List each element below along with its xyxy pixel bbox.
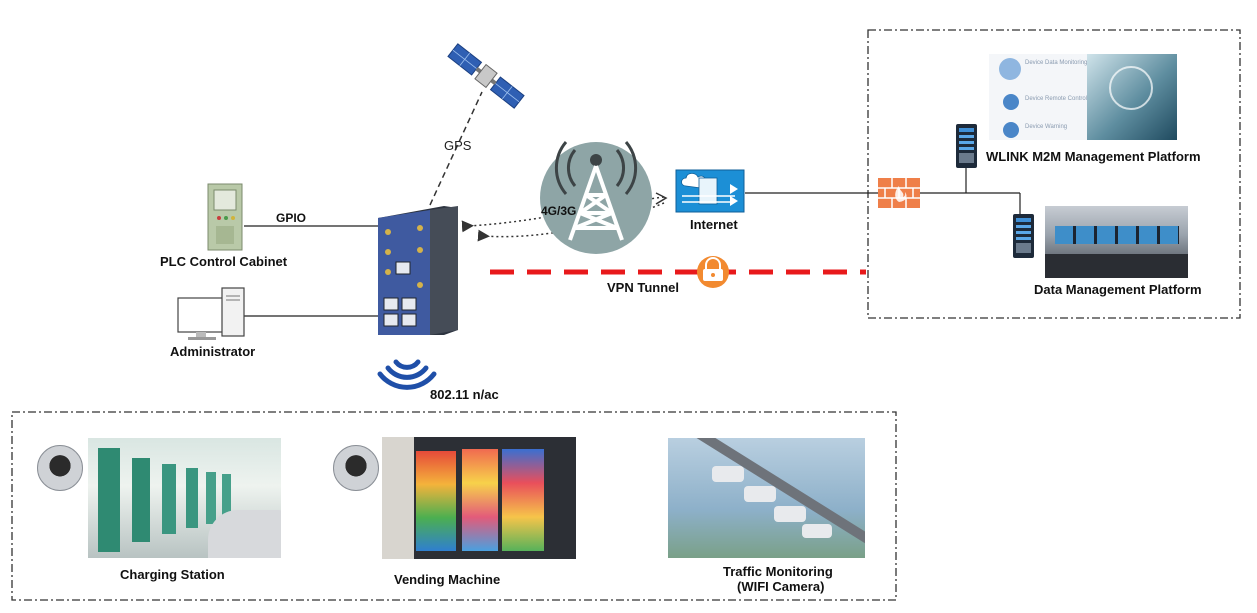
server-icon — [956, 124, 977, 168]
vending-machine-image — [382, 437, 576, 559]
internet-label: Internet — [690, 217, 738, 232]
plc-cabinet-icon — [207, 183, 243, 251]
router-icon — [378, 206, 458, 335]
internet-cloud-icon — [675, 169, 745, 213]
traffic-monitoring-sublabel: (WIFI Camera) — [737, 579, 825, 594]
cellular-label: 4G/3G — [541, 204, 577, 218]
gps-link — [429, 91, 483, 206]
platform-group-box — [867, 29, 1241, 319]
satellite-icon — [447, 43, 525, 109]
charging-station-image — [88, 438, 281, 558]
lock-icon — [697, 256, 729, 288]
traffic-camera-image — [668, 438, 865, 558]
m2m-platform-label: WLINK M2M Management Platform — [986, 149, 1201, 164]
control-room-image — [1045, 206, 1188, 278]
m2m-dashboard-image: Device Data Monitoring Device Remote Con… — [989, 54, 1177, 140]
firewall-icon — [878, 178, 920, 208]
server-icon — [1013, 214, 1034, 258]
cell-tower-icon — [540, 141, 652, 254]
dashboard-item: Device Remote Control — [1025, 96, 1088, 102]
vpn-label: VPN Tunnel — [607, 280, 679, 295]
vending-machine-label: Vending Machine — [394, 572, 501, 587]
dashboard-item: Device Warning — [1025, 124, 1068, 130]
dashboard-item: Device Data Monitoring — [1025, 60, 1088, 66]
wifi-label: 802.11 n/ac — [430, 387, 499, 402]
camera-icon — [333, 445, 379, 491]
pc-icon — [177, 287, 245, 340]
wifi-signal-icon — [377, 359, 437, 390]
admin-label: Administrator — [170, 344, 256, 359]
data-platform-label: Data Management Platform — [1034, 282, 1202, 297]
gpio-label: GPIO — [276, 211, 307, 225]
camera-icon — [37, 445, 83, 491]
charging-station-label: Charging Station — [120, 567, 225, 582]
application-group-box — [11, 411, 897, 601]
gps-label: GPS — [444, 138, 472, 153]
plc-label: PLC Control Cabinet — [160, 254, 288, 269]
traffic-monitoring-label: Traffic Monitoring — [723, 564, 833, 579]
